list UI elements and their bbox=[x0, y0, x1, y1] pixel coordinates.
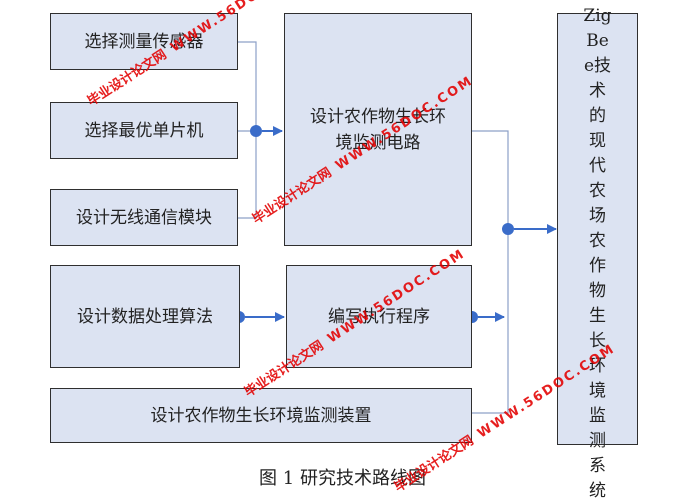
select-sensor-box: 选择测量传感器 bbox=[50, 13, 238, 70]
final-system-box: 基于ZigBee技术的现代农场农作物生长环境监测系统 bbox=[557, 0, 638, 501]
connector-device bbox=[472, 317, 509, 414]
select-mcu-label: 选择最优单片机 bbox=[84, 120, 204, 141]
design-algorithm-label: 设计数据处理算法 bbox=[77, 306, 213, 327]
final-system-label: 基于ZigBee技术的现代农场农作物生长环境监测系统 bbox=[583, 0, 612, 501]
design-circuit-label-line2: 境监测电路 bbox=[335, 132, 421, 153]
design-wireless-label: 设计无线通信模块 bbox=[76, 207, 212, 228]
junction-dot-left bbox=[250, 125, 262, 137]
connector-circuit bbox=[472, 130, 509, 229]
figure-caption: 图 1 研究技术路线图 bbox=[259, 468, 426, 489]
design-device-box: 设计农作物生长环境监测装置 bbox=[50, 388, 472, 443]
connector-sensor bbox=[238, 41, 257, 131]
select-mcu-box: 选择最优单片机 bbox=[50, 102, 238, 159]
design-device-label: 设计农作物生长环境监测装置 bbox=[150, 405, 372, 426]
design-circuit-box: 设计农作物生长环 境监测电路 bbox=[284, 13, 472, 246]
write-program-box: 编写执行程序 bbox=[286, 265, 472, 368]
design-circuit-label-line1: 设计农作物生长环 bbox=[310, 106, 446, 127]
connector-wireless bbox=[238, 131, 257, 219]
design-algorithm-box: 设计数据处理算法 bbox=[50, 265, 240, 368]
junction-dot-right bbox=[502, 223, 514, 235]
select-sensor-label: 选择测量传感器 bbox=[84, 31, 204, 52]
design-wireless-box: 设计无线通信模块 bbox=[50, 189, 238, 246]
write-program-label: 编写执行程序 bbox=[328, 306, 430, 327]
